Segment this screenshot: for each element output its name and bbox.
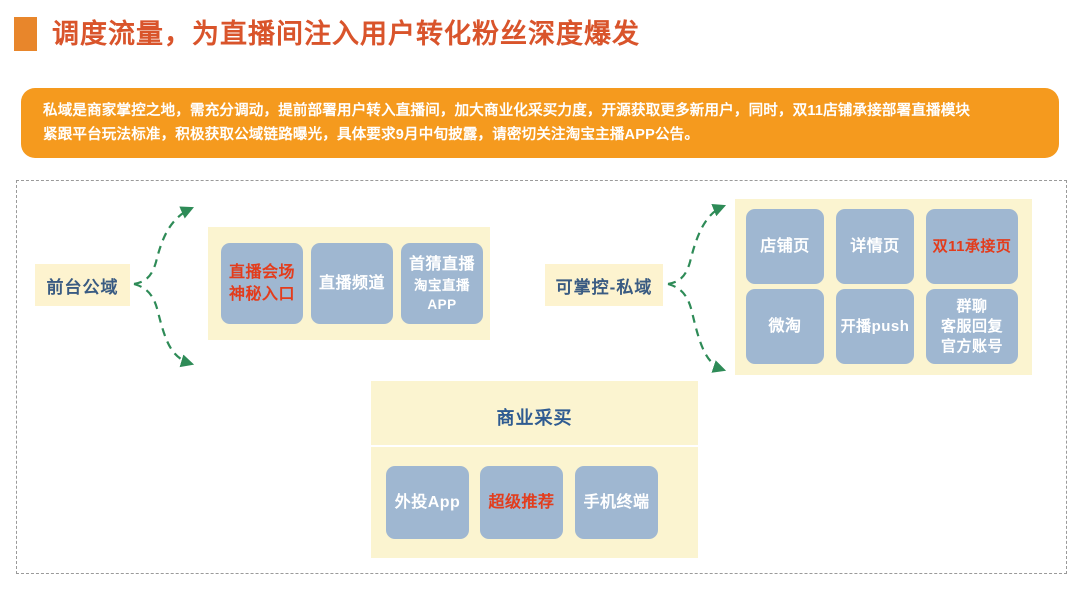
node-guess-live-label: 首猜直播 xyxy=(408,255,475,273)
node-shop-page[interactable]: 店铺页 xyxy=(746,209,824,284)
node-double11-landing[interactable]: 双11承接页 xyxy=(926,209,1018,284)
node-live-channel-label: 直播频道 xyxy=(318,274,385,292)
node-live-push-label: 开播push xyxy=(840,317,910,335)
node-shop-page-label: 店铺页 xyxy=(760,237,810,255)
node-super-recommend-label: 超级推荐 xyxy=(488,493,555,511)
banner-line-2: 紧跟平台玩法标准，积极获取公域链路曝光，具体要求9月中旬披露，请密切关注淘宝主播… xyxy=(43,127,700,143)
banner-line-1: 私域是商家掌控之地，需充分调动，提前部署用户转入直播间，加大商业化采买力度，开源… xyxy=(43,103,971,119)
node-external-app[interactable]: 外投App xyxy=(386,466,469,539)
node-group-chat-line2: 客服回复 xyxy=(940,317,1003,335)
node-external-app-label: 外投App xyxy=(394,493,461,511)
node-group-chat-line1: 群聊 xyxy=(956,297,988,315)
node-guess-live-sublabel: 淘宝直播APP xyxy=(414,277,470,312)
node-live-channel[interactable]: 直播频道 xyxy=(311,243,393,324)
node-mobile-terminal[interactable]: 手机终端 xyxy=(575,466,658,539)
node-live-venue-line1: 直播会场 xyxy=(228,263,295,281)
private-domain-chip[interactable]: 可掌控-私域 xyxy=(545,264,663,306)
node-mobile-terminal-label: 手机终端 xyxy=(583,493,650,511)
summary-banner: 私域是商家掌控之地，需充分调动，提前部署用户转入直播间，加大商业化采买力度，开源… xyxy=(21,88,1059,158)
public-domain-chip[interactable]: 前台公域 xyxy=(35,264,130,306)
node-weitao[interactable]: 微淘 xyxy=(746,289,824,364)
node-live-push[interactable]: 开播push xyxy=(836,289,914,364)
node-guess-live[interactable]: 首猜直播 淘宝直播APP xyxy=(401,243,483,324)
node-super-recommend[interactable]: 超级推荐 xyxy=(480,466,563,539)
node-live-venue[interactable]: 直播会场 神秘入口 xyxy=(221,243,303,324)
node-group-chat[interactable]: 群聊 客服回复 官方账号 xyxy=(926,289,1018,364)
public-domain-label: 前台公域 xyxy=(46,277,119,297)
page-title: 调度流量，为直播间注入用户转化粉丝深度爆发 xyxy=(52,19,640,49)
title-accent-square xyxy=(14,17,37,51)
node-detail-page-label: 详情页 xyxy=(850,237,900,255)
title-bar: 调度流量，为直播间注入用户转化粉丝深度爆发 xyxy=(0,0,1080,72)
commercial-header-card xyxy=(371,381,698,445)
node-weitao-label: 微淘 xyxy=(768,317,802,335)
node-detail-page[interactable]: 详情页 xyxy=(836,209,914,284)
node-double11-landing-label: 双11承接页 xyxy=(932,237,1012,255)
node-group-chat-line3: 官方账号 xyxy=(940,337,1003,355)
commercial-section-title: 商业采买 xyxy=(496,408,573,428)
private-domain-label: 可掌控-私域 xyxy=(555,277,653,297)
node-live-venue-line2: 神秘入口 xyxy=(228,285,295,303)
